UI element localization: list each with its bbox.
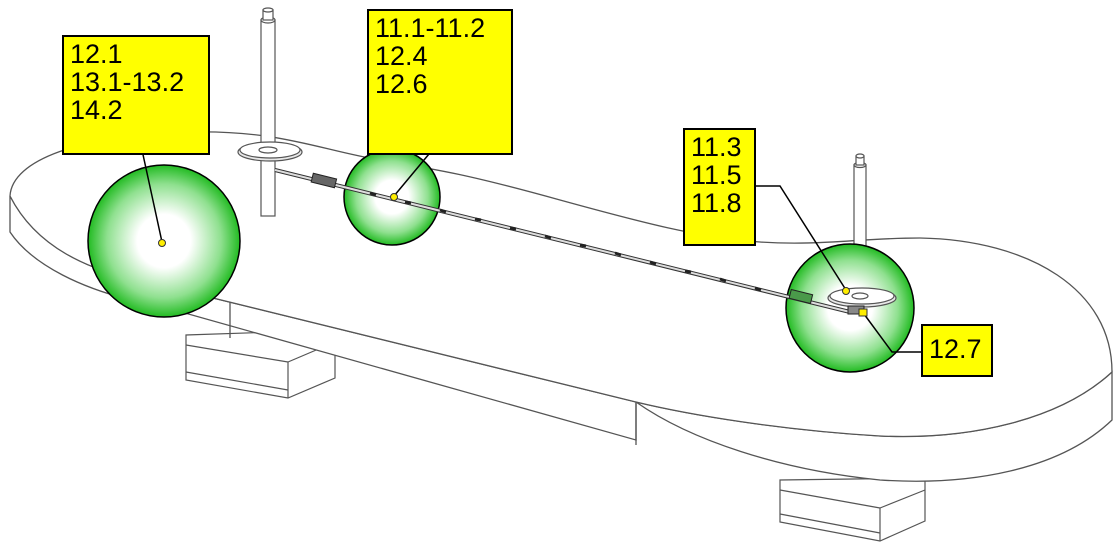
callout-small-line-1: 12.7 xyxy=(929,334,982,364)
callout-right-line-2: 11.5 xyxy=(691,160,742,190)
callout-mid-line-2: 12.4 xyxy=(375,41,428,71)
callout-small: 12.7 xyxy=(921,324,993,377)
callout-right: 11.3 11.5 11.8 xyxy=(683,128,756,246)
marker-dot-right xyxy=(842,287,850,295)
marker-square-small xyxy=(858,308,868,317)
marker-dot-mid xyxy=(390,193,398,201)
pole-left xyxy=(237,7,303,217)
leader-lines xyxy=(141,147,922,353)
callout-mid-line-3: 12.6 xyxy=(375,69,428,99)
callout-right-line-3: 11.8 xyxy=(691,188,742,218)
marker-dots xyxy=(158,193,868,317)
callout-left: 12.1 13.1-13.2 14.2 xyxy=(62,35,210,155)
callout-left-line-2: 13.1-13.2 xyxy=(70,67,185,97)
callout-mid-line-1: 11.1-11.2 xyxy=(375,13,486,43)
support-block-right xyxy=(779,477,926,542)
pole-right-base xyxy=(827,287,897,308)
callout-left-line-1: 12.1 xyxy=(70,39,123,69)
callout-mid: 11.1-11.2 12.4 12.6 xyxy=(367,9,513,155)
callout-right-line-1: 11.3 xyxy=(691,132,742,162)
callout-left-line-3: 14.2 xyxy=(70,95,123,125)
cable xyxy=(274,168,865,315)
marker-dot-left xyxy=(158,239,166,247)
